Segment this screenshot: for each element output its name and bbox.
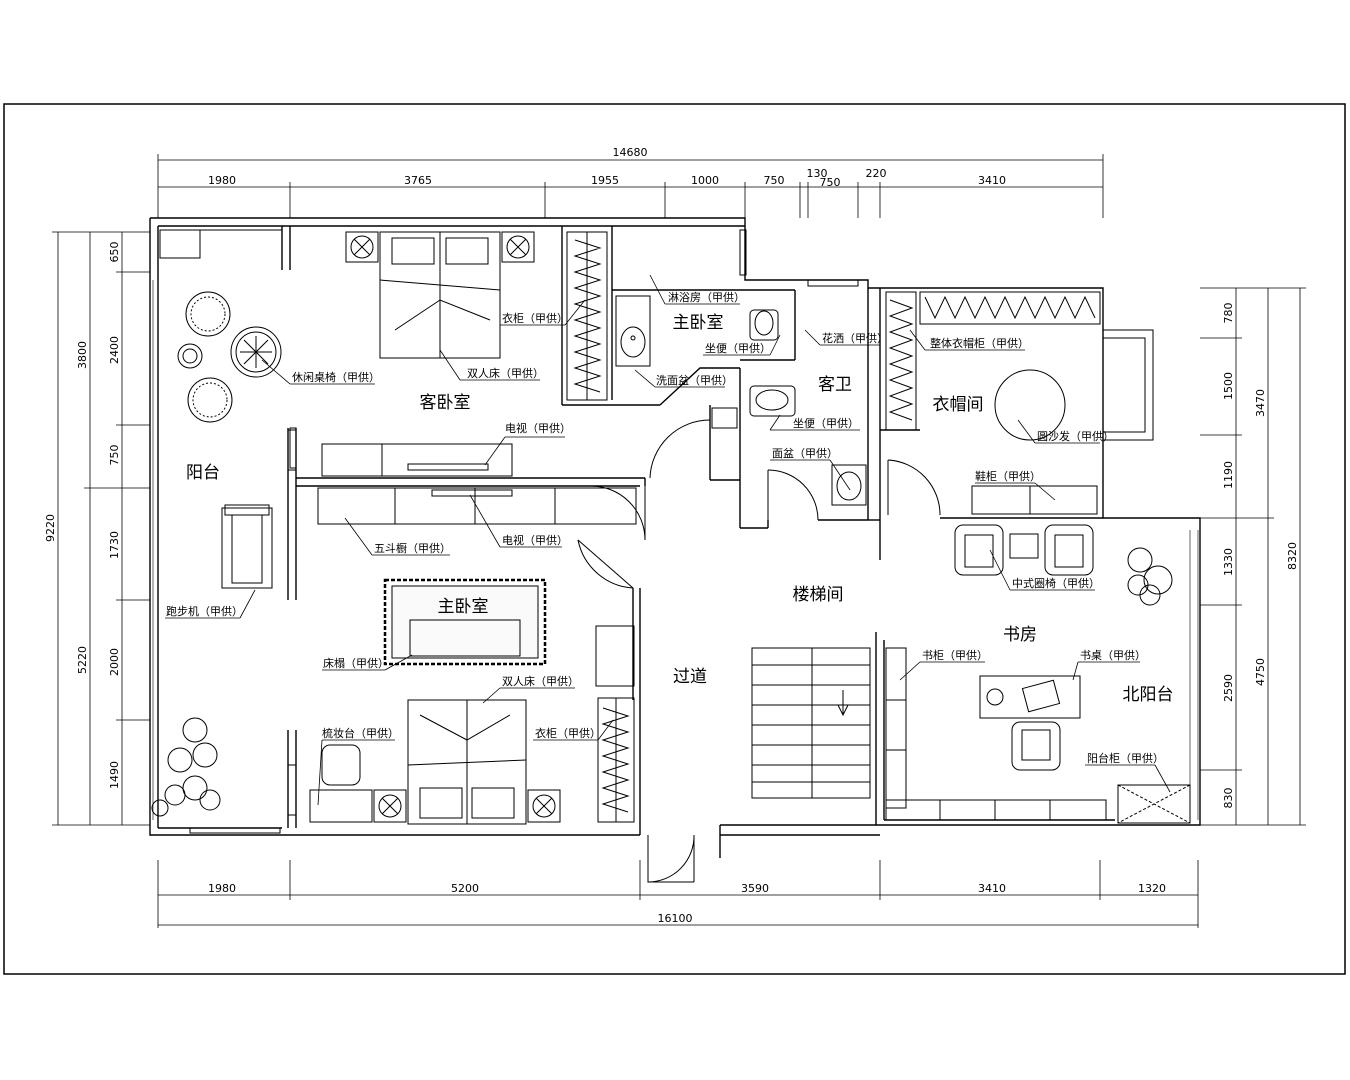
drawing-frame (3, 103, 1346, 975)
room-guest-bedroom: 客卧室 (420, 393, 471, 413)
room-north-balcony: 北阳台 (1123, 685, 1174, 705)
dim-top-7: 750 (820, 176, 841, 189)
dim-top-5: 750 (764, 174, 785, 187)
label-double-bed-guest: 双人床（甲供） (467, 366, 544, 380)
room-cloakroom: 衣帽间 (933, 395, 984, 415)
dim-right-inner-1: 780 (1222, 303, 1235, 324)
dim-right-inner-6: 830 (1222, 788, 1235, 809)
label-basin-guest: 面盆（甲供） (772, 446, 838, 460)
label-shower-head: 花洒（甲供） (822, 331, 888, 345)
dim-top-4: 1000 (691, 174, 719, 187)
dim-left-inner-1: 650 (108, 242, 121, 263)
label-double-bed-master: 双人床（甲供） (502, 674, 579, 688)
dim-top-2: 3765 (404, 174, 432, 187)
dim-bottom-4: 3410 (978, 882, 1006, 895)
room-master-bedroom: 主卧室 (438, 597, 489, 617)
label-balcony-cabinet: 阳台柜（甲供） (1087, 751, 1164, 765)
label-chest-drawers: 五斗橱（甲供） (374, 541, 451, 555)
dim-left-inner-2: 2400 (108, 336, 121, 364)
dim-left-inner-3: 750 (108, 445, 121, 466)
dim-left-mid-2: 5220 (76, 646, 89, 674)
dim-bottom-2: 5200 (451, 882, 479, 895)
label-tv-master: 电视（甲供） (502, 533, 568, 547)
dim-left-inner-4: 1730 (108, 531, 121, 559)
furniture (151, 231, 1191, 825)
label-bed-bench: 床榻（甲供） (323, 656, 389, 670)
label-tv-guest: 电视（甲供） (505, 421, 571, 435)
dim-overall-bottom: 16100 (658, 912, 693, 925)
leader-lines (165, 274, 1171, 806)
label-wardrobe-integrated: 整体衣帽柜（甲供） (930, 336, 1029, 350)
dimension-lines (52, 154, 1306, 928)
door-swings (577, 419, 941, 883)
label-dresser: 梳妆台（甲供） (322, 726, 399, 740)
label-bookcase: 书柜（甲供） (922, 648, 988, 662)
label-chinese-chairs: 中式圈椅（甲供） (1012, 576, 1100, 590)
dim-top-3: 1955 (591, 174, 619, 187)
label-toilet-master: 坐便（甲供） (705, 341, 771, 355)
dim-right-mid-2: 4750 (1254, 658, 1267, 686)
label-desk: 书桌（甲供） (1080, 648, 1146, 662)
dim-overall-top: 14680 (613, 146, 648, 159)
room-balcony: 阳台 (186, 463, 220, 483)
dim-right-inner-5: 2590 (1222, 674, 1235, 702)
dim-top-6: 130 (807, 167, 828, 180)
label-treadmill: 跑步机（甲供） (166, 604, 243, 618)
dim-right-outer: 8320 (1286, 542, 1299, 570)
dim-bottom-3: 3590 (741, 882, 769, 895)
room-guest-bath: 客卫 (818, 375, 852, 395)
dim-right-mid-1: 3470 (1254, 389, 1267, 417)
dim-left-outer: 9220 (44, 514, 57, 542)
room-stairwell: 楼梯间 (793, 585, 844, 605)
dim-top-9: 3410 (978, 174, 1006, 187)
dim-top-1: 1980 (208, 174, 236, 187)
dim-right-inner-3: 1190 (1222, 461, 1235, 489)
label-leisure-table: 休闲桌椅（甲供） (292, 370, 380, 384)
label-washbasin: 洗面盆（甲供） (656, 373, 733, 387)
label-wardrobe-guest: 衣柜（甲供） (502, 311, 568, 325)
room-study: 书房 (1003, 625, 1037, 645)
dim-bottom-5: 1320 (1138, 882, 1166, 895)
label-wardrobe-master: 衣柜（甲供） (535, 726, 601, 740)
dim-left-mid-1: 3800 (76, 341, 89, 369)
dim-top-8: 220 (866, 167, 887, 180)
dim-left-inner-5: 2000 (108, 648, 121, 676)
window-frames (159, 229, 1154, 834)
label-shower: 淋浴房（甲供） (668, 290, 745, 304)
dim-right-inner-2: 1500 (1222, 372, 1235, 400)
label-shoe-cabinet: 鞋柜（甲供） (975, 469, 1041, 483)
dim-left-inner-6: 1490 (108, 761, 121, 789)
room-corridor: 过道 (673, 667, 707, 687)
label-round-sofa: 圆沙发（甲供） (1037, 429, 1114, 443)
dim-right-inner-4: 1330 (1222, 548, 1235, 576)
label-toilet-guest: 坐便（甲供） (793, 416, 859, 430)
dim-bottom-1: 1980 (208, 882, 236, 895)
room-master-bedroom-top: 主卧室 (673, 313, 724, 333)
